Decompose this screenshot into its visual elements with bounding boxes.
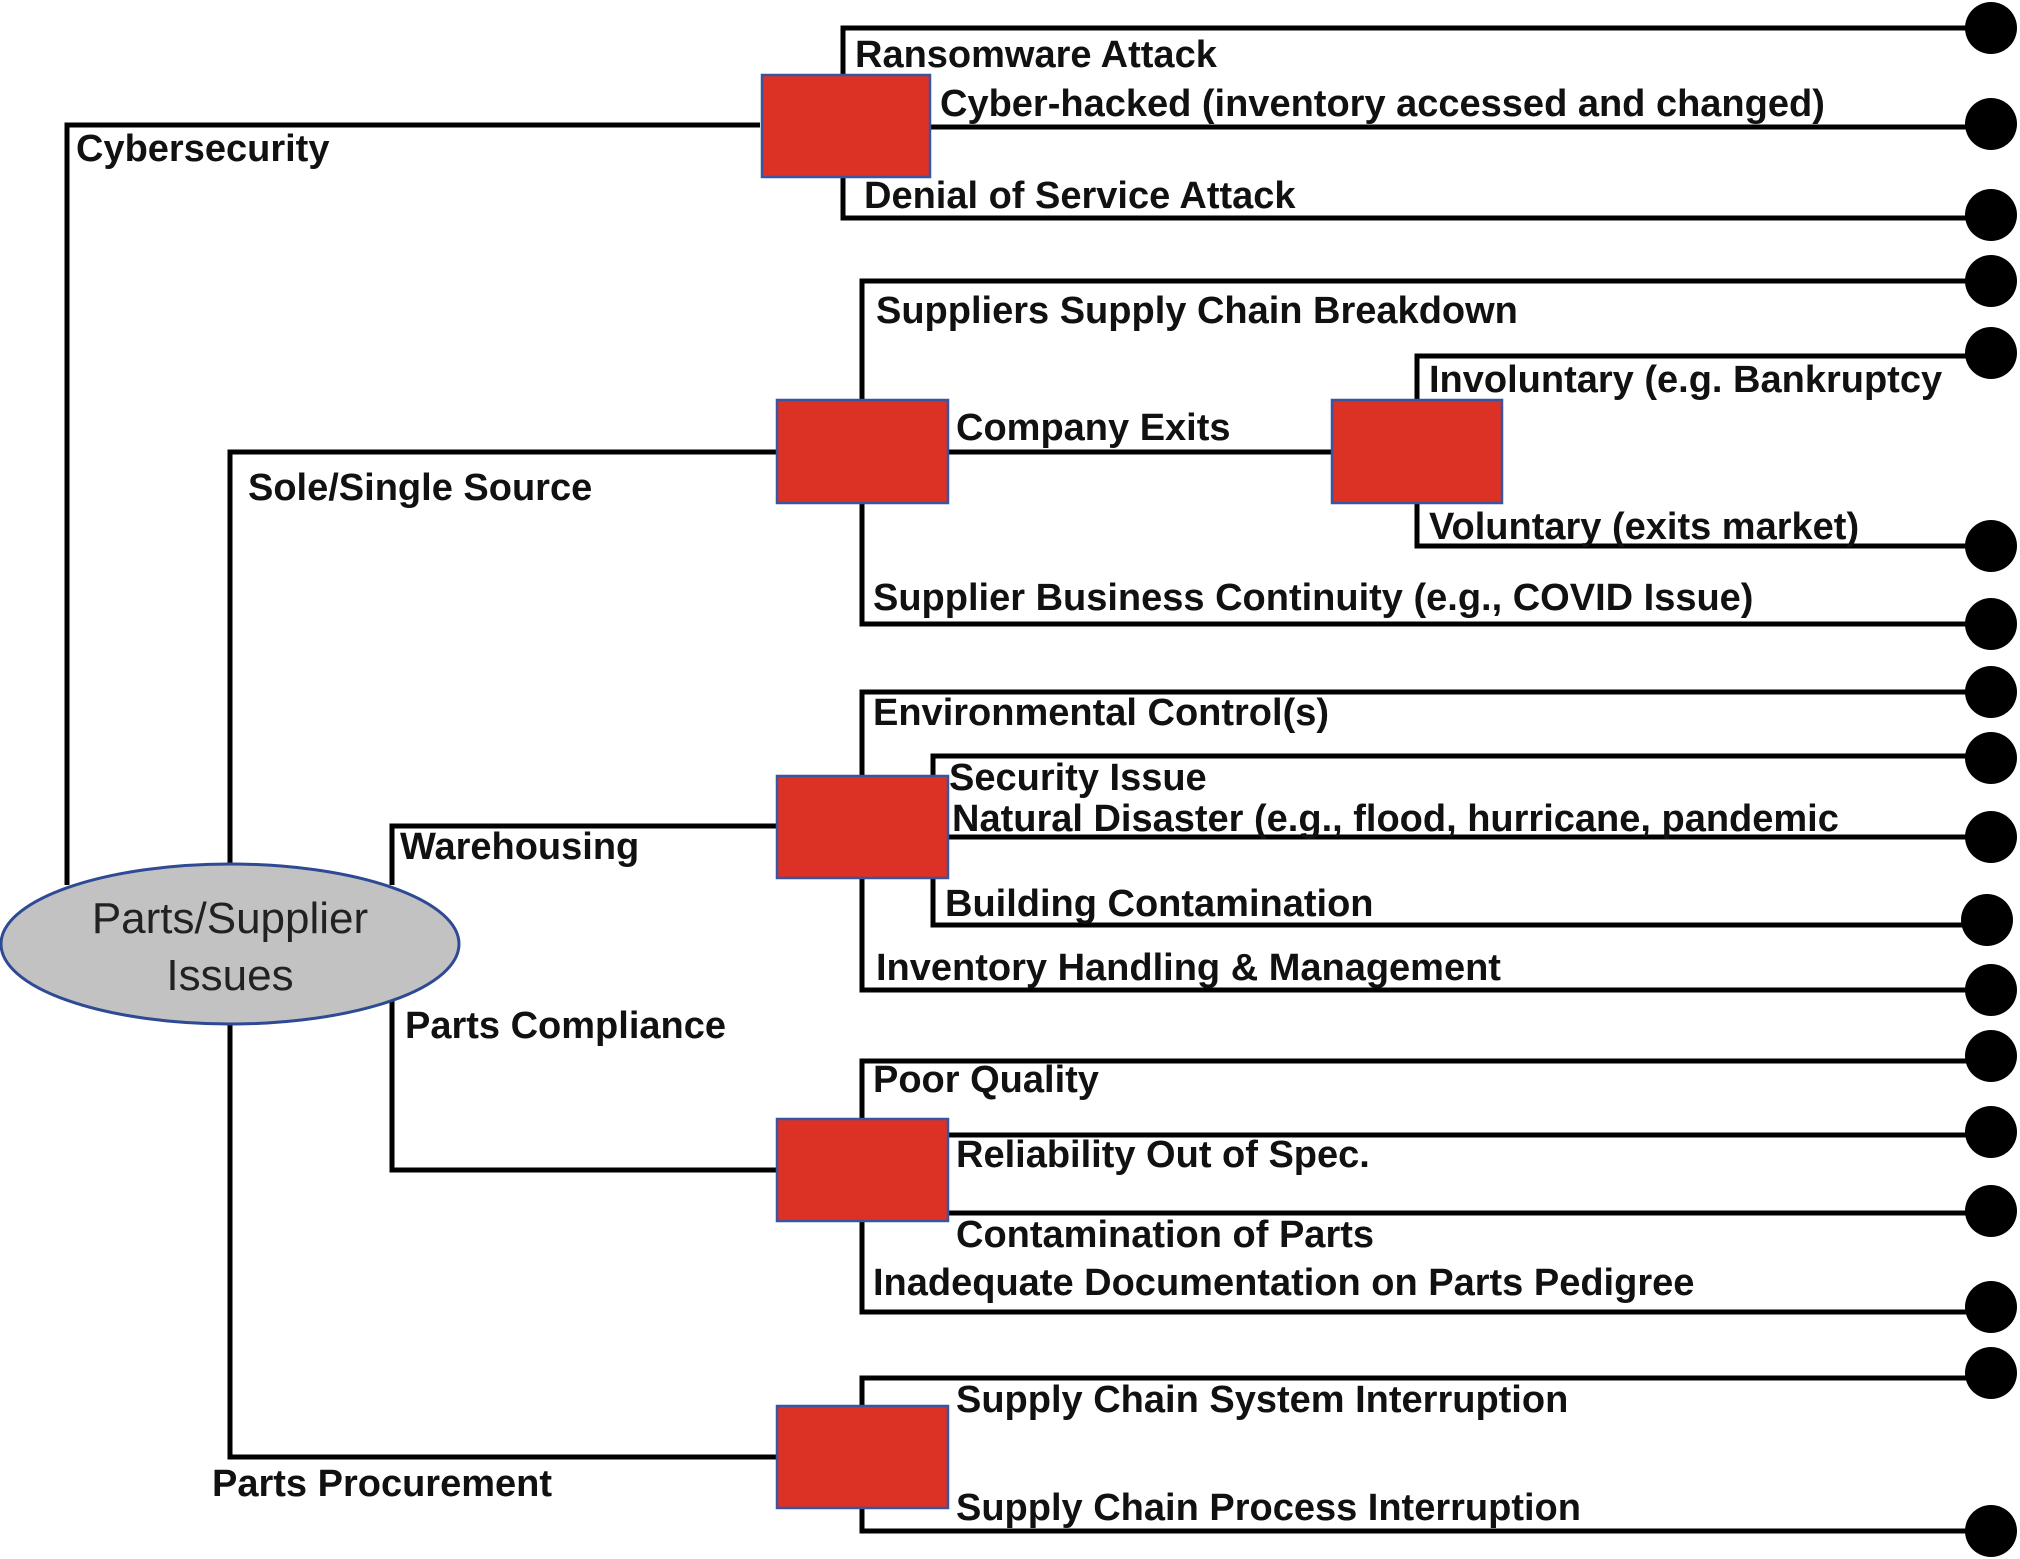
event-supply-chain-breakdown: Suppliers Supply Chain Breakdown xyxy=(876,290,1518,332)
gate-company-exits xyxy=(1330,398,1504,505)
edge-root-parts-compliance xyxy=(389,1000,776,1173)
edge-ransomware xyxy=(840,25,1983,75)
gate-procurement xyxy=(775,1404,950,1510)
gate-warehousing xyxy=(775,774,950,880)
edge-root-procurement xyxy=(227,1025,776,1460)
edge-dos xyxy=(840,177,1983,221)
event-process-interruption: Supply Chain Process Interruption xyxy=(956,1487,1581,1529)
basic-events xyxy=(1961,2,2017,1557)
event-security-issue: Security Issue xyxy=(949,757,1207,799)
event-involuntary: Involuntary (e.g. Bankruptcy xyxy=(1429,359,1942,401)
event-natural-disaster: Natural Disaster (e.g., flood, hurricane… xyxy=(952,798,1839,840)
edge-root-sole-source xyxy=(227,449,776,865)
event-circle xyxy=(1965,98,2017,150)
event-circle xyxy=(1965,189,2017,241)
event-reliability-out-of-spec: Reliability Out of Spec. xyxy=(956,1134,1370,1176)
edge-root-warehousing xyxy=(389,823,776,885)
event-circle xyxy=(1965,666,2017,718)
edge-building-contamination xyxy=(930,878,1983,928)
gate-parts-compliance xyxy=(775,1117,950,1223)
event-poor-quality: Poor Quality xyxy=(873,1059,1099,1101)
gate-cybersecurity xyxy=(760,73,932,179)
edge-involuntary xyxy=(1414,353,1983,400)
root-label-line2: Issues xyxy=(166,951,293,1000)
event-building-contamination: Building Contamination xyxy=(945,883,1374,925)
event-circle xyxy=(1965,1281,2017,1333)
event-denial-of-service: Denial of Service Attack xyxy=(864,175,1296,217)
edge-supply-chain-breakdown xyxy=(859,278,1983,400)
gate-sole-source xyxy=(775,398,950,505)
edge-root-cybersecurity xyxy=(64,122,760,885)
event-circle xyxy=(1965,327,2017,379)
edge-process-interruption xyxy=(859,1508,1983,1534)
edge-voluntary xyxy=(1414,503,1983,549)
event-circle xyxy=(1965,1185,2017,1237)
event-circle xyxy=(1961,894,2013,946)
edge-system-interruption xyxy=(859,1375,1983,1406)
event-circle xyxy=(1965,1030,2017,1082)
event-circle xyxy=(1965,1106,2017,1158)
event-circle xyxy=(1965,255,2017,307)
root-label-line1: Parts/Supplier xyxy=(92,894,368,943)
event-circle xyxy=(1965,964,2017,1016)
root-node xyxy=(0,862,461,1026)
event-circle xyxy=(1965,598,2017,650)
event-circle xyxy=(1965,1347,2017,1399)
event-inventory-handling: Inventory Handling & Management xyxy=(876,947,1501,989)
edge-documentation xyxy=(859,1221,1983,1315)
edge-security xyxy=(930,753,1983,776)
category-sole-single-source: Sole/Single Source xyxy=(248,467,592,509)
event-environmental-controls: Environmental Control(s) xyxy=(873,692,1329,734)
edge-environmental xyxy=(859,689,1983,776)
event-company-exits: Company Exits xyxy=(956,407,1231,449)
event-circle xyxy=(1965,520,2017,572)
event-circle xyxy=(1965,2,2017,54)
event-contamination-of-parts: Contamination of Parts xyxy=(956,1214,1374,1256)
event-cyber-hacked: Cyber-hacked (inventory accessed and cha… xyxy=(940,83,1825,125)
event-voluntary: Voluntary (exits market) xyxy=(1429,506,1859,548)
edge-business-continuity xyxy=(859,503,1983,627)
connector-lines xyxy=(64,25,1983,1534)
event-circle xyxy=(1965,732,2017,784)
event-business-continuity: Supplier Business Continuity (e.g., COVI… xyxy=(873,577,1753,619)
edge-inventory-handling xyxy=(859,878,1983,993)
category-cybersecurity: Cybersecurity xyxy=(76,128,329,170)
event-ransomware-attack: Ransomware Attack xyxy=(855,34,1218,76)
category-parts-compliance: Parts Compliance xyxy=(405,1005,726,1047)
event-circle xyxy=(1965,1505,2017,1557)
gates xyxy=(760,73,1504,1510)
category-warehousing: Warehousing xyxy=(400,826,639,868)
category-parts-procurement: Parts Procurement xyxy=(212,1463,552,1505)
event-inadequate-documentation: Inadequate Documentation on Parts Pedigr… xyxy=(873,1262,1694,1304)
event-circle xyxy=(1965,811,2017,863)
edge-poor-quality xyxy=(859,1058,1983,1119)
event-system-interruption: Supply Chain System Interruption xyxy=(956,1379,1568,1421)
